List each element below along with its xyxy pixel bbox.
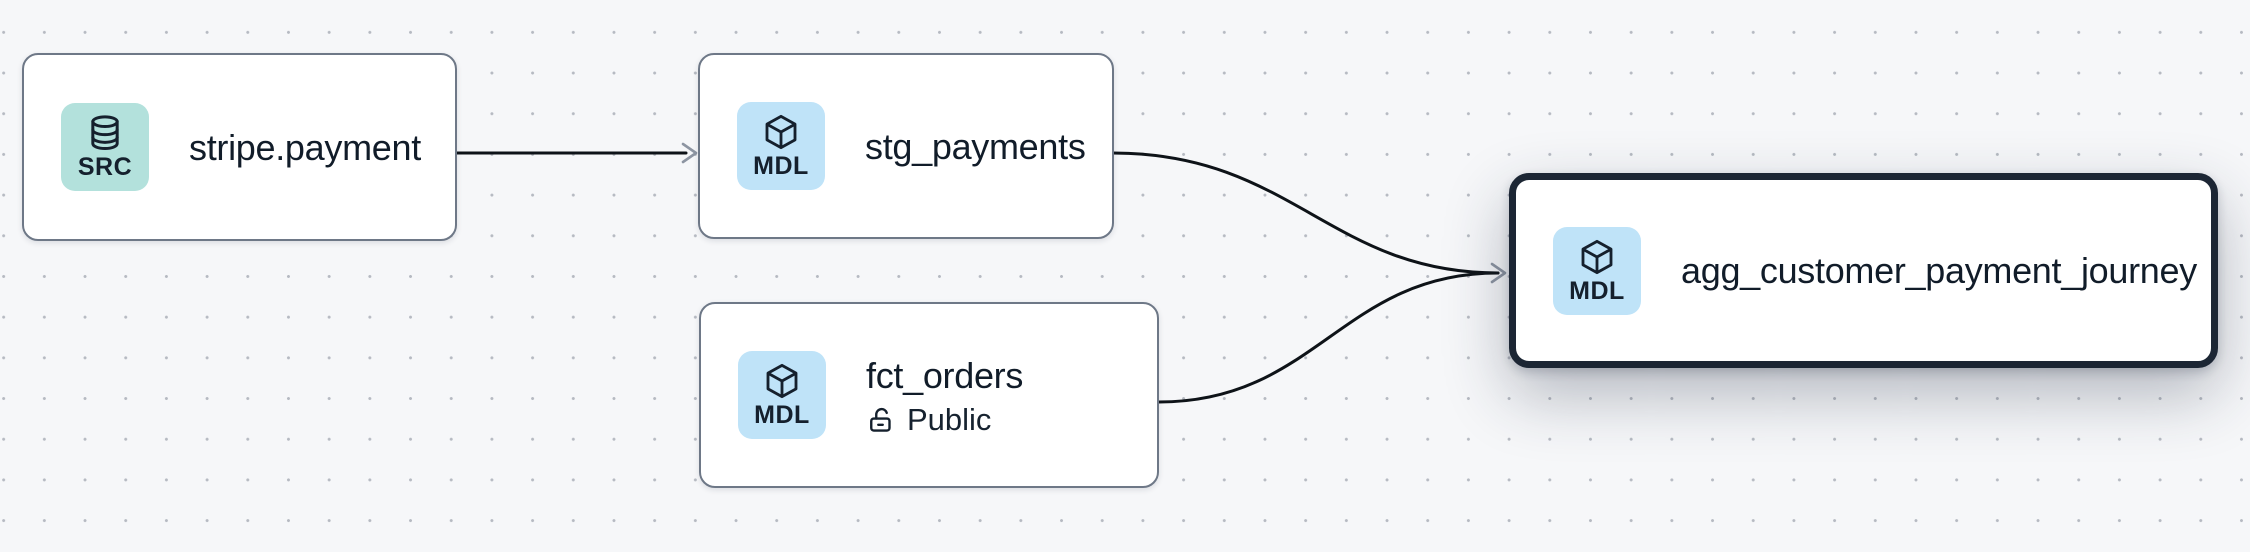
badge-label: MDL bbox=[754, 401, 810, 430]
node-stg-payments[interactable]: MDL stg_payments bbox=[698, 53, 1114, 239]
node-title: stg_payments bbox=[865, 125, 1086, 167]
model-type-badge: MDL bbox=[738, 351, 826, 439]
cube-icon bbox=[1581, 239, 1613, 274]
node-stripe-payment[interactable]: SRC stripe.payment bbox=[22, 53, 457, 241]
node-fct-orders[interactable]: MDL fct_orders Public bbox=[699, 302, 1159, 488]
arrowhead-icon bbox=[681, 142, 698, 164]
access-label: Public bbox=[907, 401, 992, 437]
node-agg-customer-payment-journey[interactable]: MDL agg_customer_payment_journey bbox=[1509, 173, 2218, 368]
node-title: fct_orders bbox=[866, 354, 1024, 396]
arrowhead-icon bbox=[1490, 262, 1507, 284]
node-title: stripe.payment bbox=[189, 126, 421, 168]
model-type-badge: MDL bbox=[1553, 226, 1641, 315]
source-type-badge: SRC bbox=[61, 103, 149, 191]
access-row: Public bbox=[866, 401, 1023, 437]
node-title: agg_customer_payment_journey bbox=[1681, 250, 2197, 291]
cube-icon bbox=[765, 115, 797, 150]
cube-icon bbox=[766, 364, 798, 399]
badge-label: MDL bbox=[1569, 276, 1625, 305]
model-type-badge: MDL bbox=[737, 102, 825, 190]
badge-label: SRC bbox=[77, 153, 133, 182]
edge-fct-to-agg[interactable] bbox=[1157, 271, 1500, 404]
edge-stg-to-agg[interactable] bbox=[1111, 151, 1500, 275]
unlock-icon bbox=[870, 407, 891, 432]
badge-label: MDL bbox=[753, 152, 809, 181]
database-icon bbox=[91, 115, 119, 151]
